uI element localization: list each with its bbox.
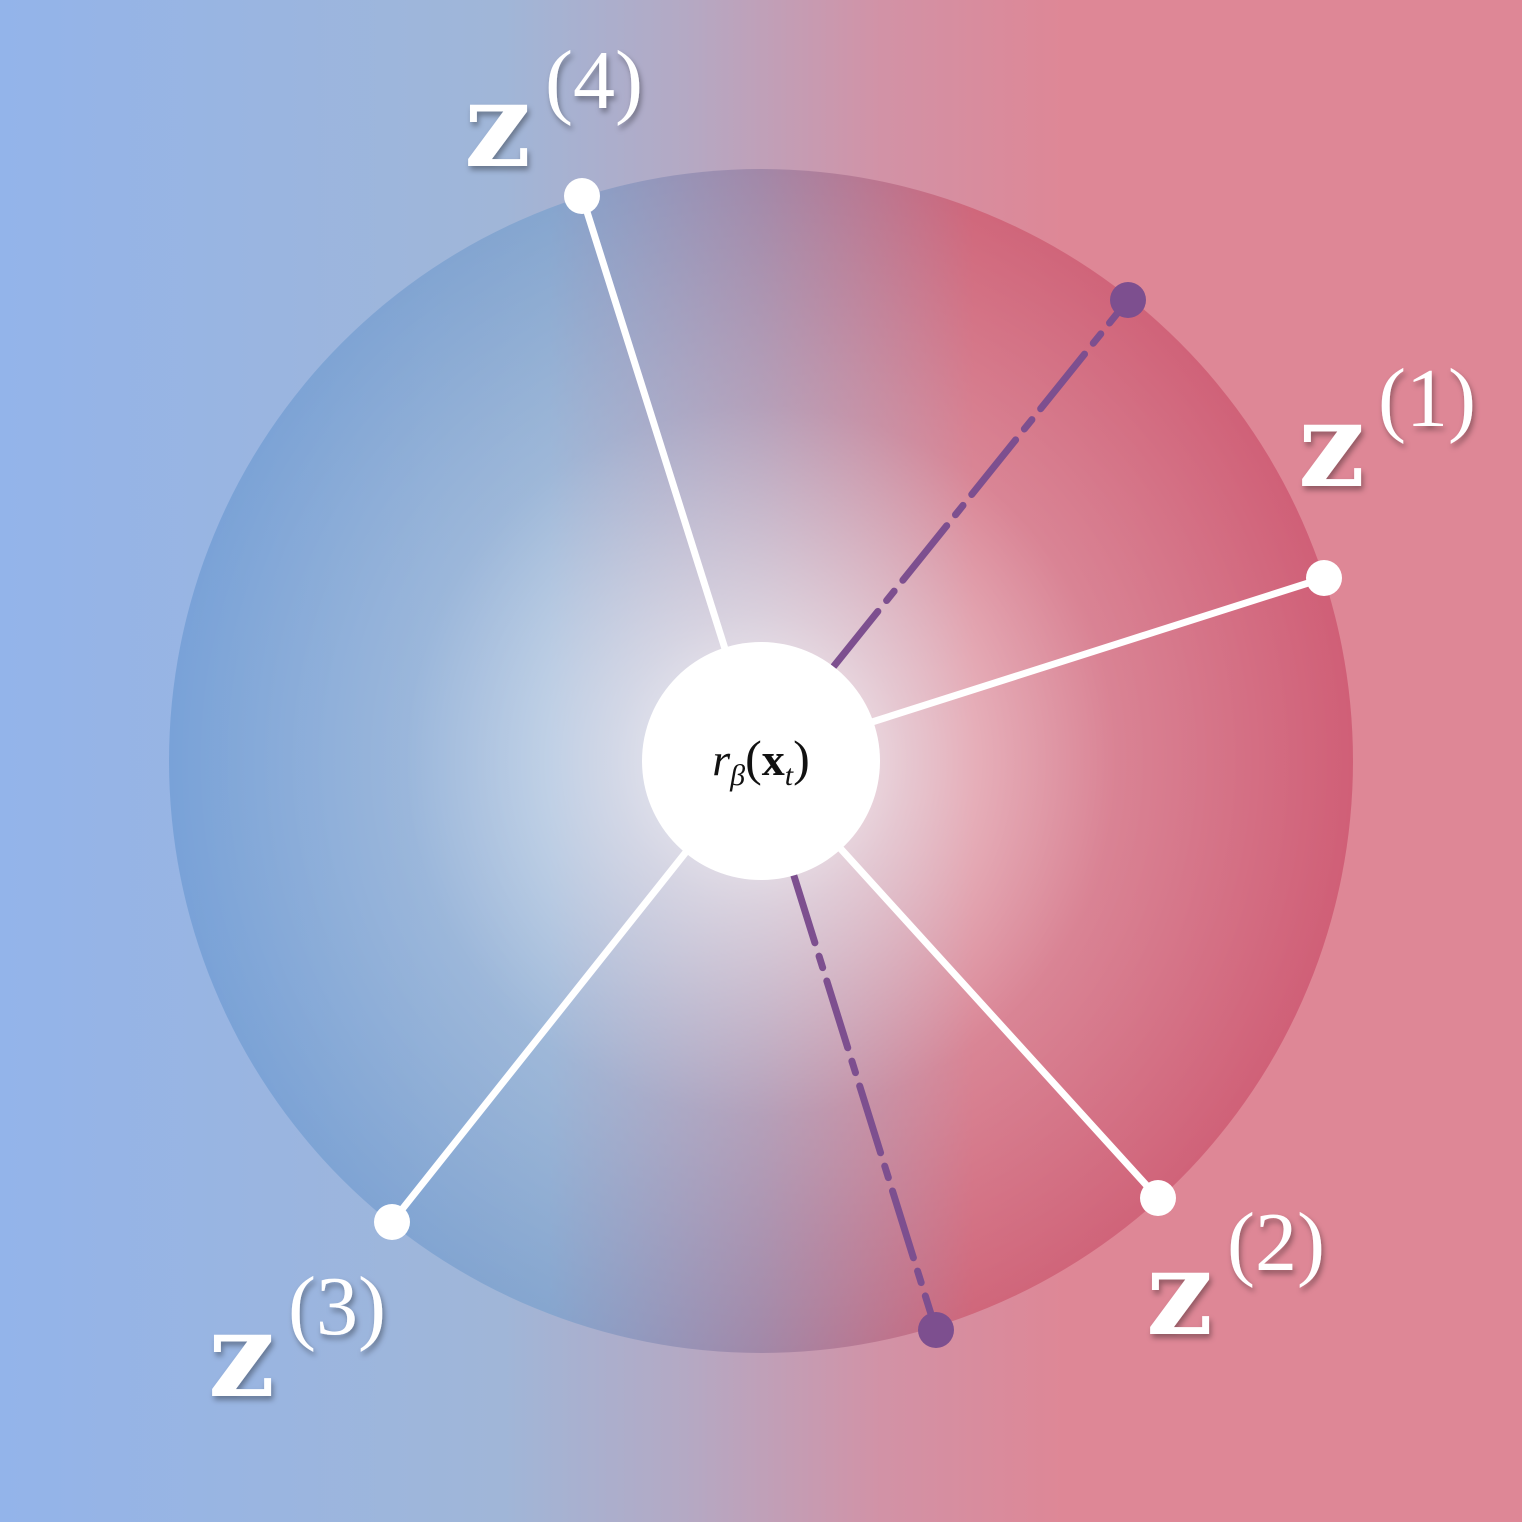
endpoint-purple-upper xyxy=(1110,282,1146,318)
label-z3: z (3) xyxy=(208,1260,386,1424)
center-t: t xyxy=(785,759,794,792)
label-z2: z (2) xyxy=(1146,1196,1325,1362)
label-z2-sup: (2) xyxy=(1227,1196,1325,1289)
endpoint-1 xyxy=(1306,560,1342,596)
center-x: x xyxy=(762,734,785,785)
endpoint-purple-lower xyxy=(918,1312,954,1348)
label-z3-main: z xyxy=(208,1285,275,1424)
label-z1-sup: (1) xyxy=(1378,352,1476,445)
label-z1: z (1) xyxy=(1298,352,1476,514)
spoke-4 xyxy=(578,192,730,656)
endpoints xyxy=(374,178,1342,1348)
center-open-paren: ( xyxy=(745,730,762,786)
center-label: rβ(xt) xyxy=(712,730,810,792)
endpoint-3 xyxy=(374,1204,410,1240)
label-z4-sup: (4) xyxy=(545,34,643,127)
label-z3-sup: (3) xyxy=(288,1260,386,1353)
endpoint-4 xyxy=(564,178,600,214)
spoke-3 xyxy=(388,848,690,1226)
dashed-spoke-lower xyxy=(790,872,940,1334)
label-z4-main: z xyxy=(464,55,531,194)
endpoint-2 xyxy=(1140,1180,1176,1216)
spokes xyxy=(388,192,1328,1334)
label-z2-main: z xyxy=(1146,1223,1213,1362)
spoke-2 xyxy=(836,844,1162,1202)
center-node: rβ(xt) xyxy=(642,642,880,880)
center-beta: β xyxy=(729,759,745,792)
center-close-paren: ) xyxy=(793,730,810,786)
dashed-spoke-upper xyxy=(830,296,1132,670)
spoke-1 xyxy=(868,574,1328,726)
center-r: r xyxy=(712,734,731,785)
label-z1-main: z xyxy=(1298,375,1365,514)
center-circle xyxy=(642,642,880,880)
label-z4: z (4) xyxy=(464,34,643,194)
